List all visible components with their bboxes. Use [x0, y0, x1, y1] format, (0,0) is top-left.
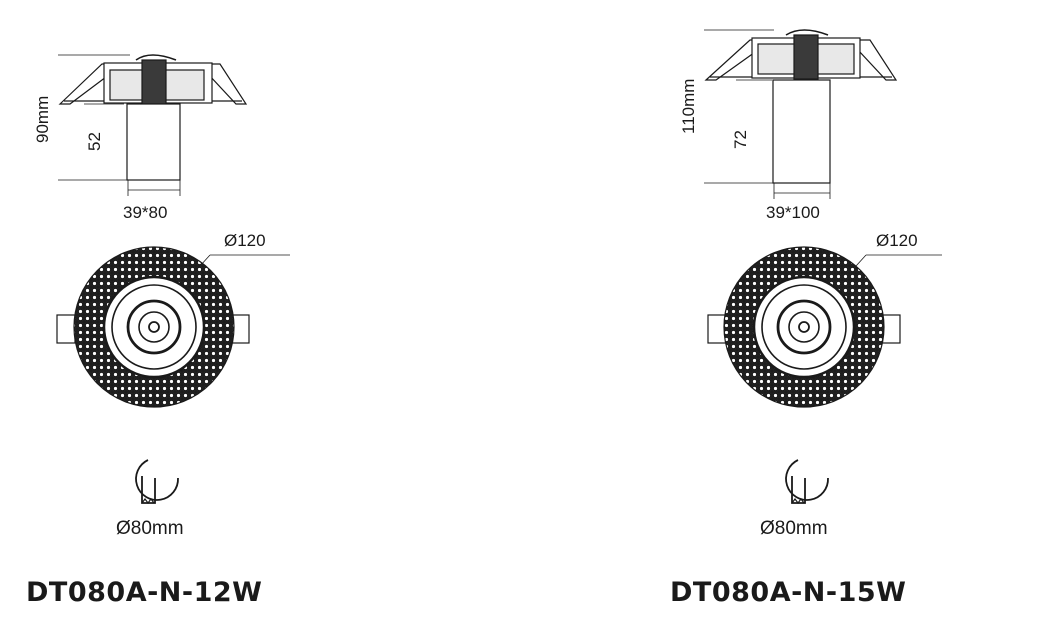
total-height-label: 90mm: [33, 95, 52, 143]
drawing-right: [704, 29, 942, 504]
diameter-label: Ø120: [224, 231, 266, 250]
side-view-right: [704, 29, 898, 199]
cutout-label: Ø80mm: [760, 518, 828, 539]
body-height-label: 72: [731, 130, 750, 149]
top-view-left: [56, 246, 290, 408]
diameter-label: Ø120: [876, 231, 918, 250]
side-view-left: [58, 54, 248, 196]
model-name: DT080A-N-15W: [670, 577, 907, 608]
hole-saw-icon: [135, 459, 179, 504]
model-name: DT080A-N-12W: [26, 577, 263, 608]
product-left: 90mm 52 39*80 Ø120 Ø80mm DT080A-N-12W: [0, 0, 360, 637]
total-height-label: 110mm: [679, 78, 698, 134]
drawing-left: [56, 54, 290, 504]
top-view-right: [707, 246, 942, 408]
body-size-label: 39*100: [766, 203, 820, 222]
body-height-label: 52: [85, 132, 104, 151]
hole-saw-icon: [785, 459, 829, 504]
product-right: 110mm 72 39*100 Ø120 Ø80mm DT080A-N-15W: [646, 0, 1026, 637]
cutout-label: Ø80mm: [116, 518, 184, 539]
body-size-label: 39*80: [123, 203, 168, 222]
